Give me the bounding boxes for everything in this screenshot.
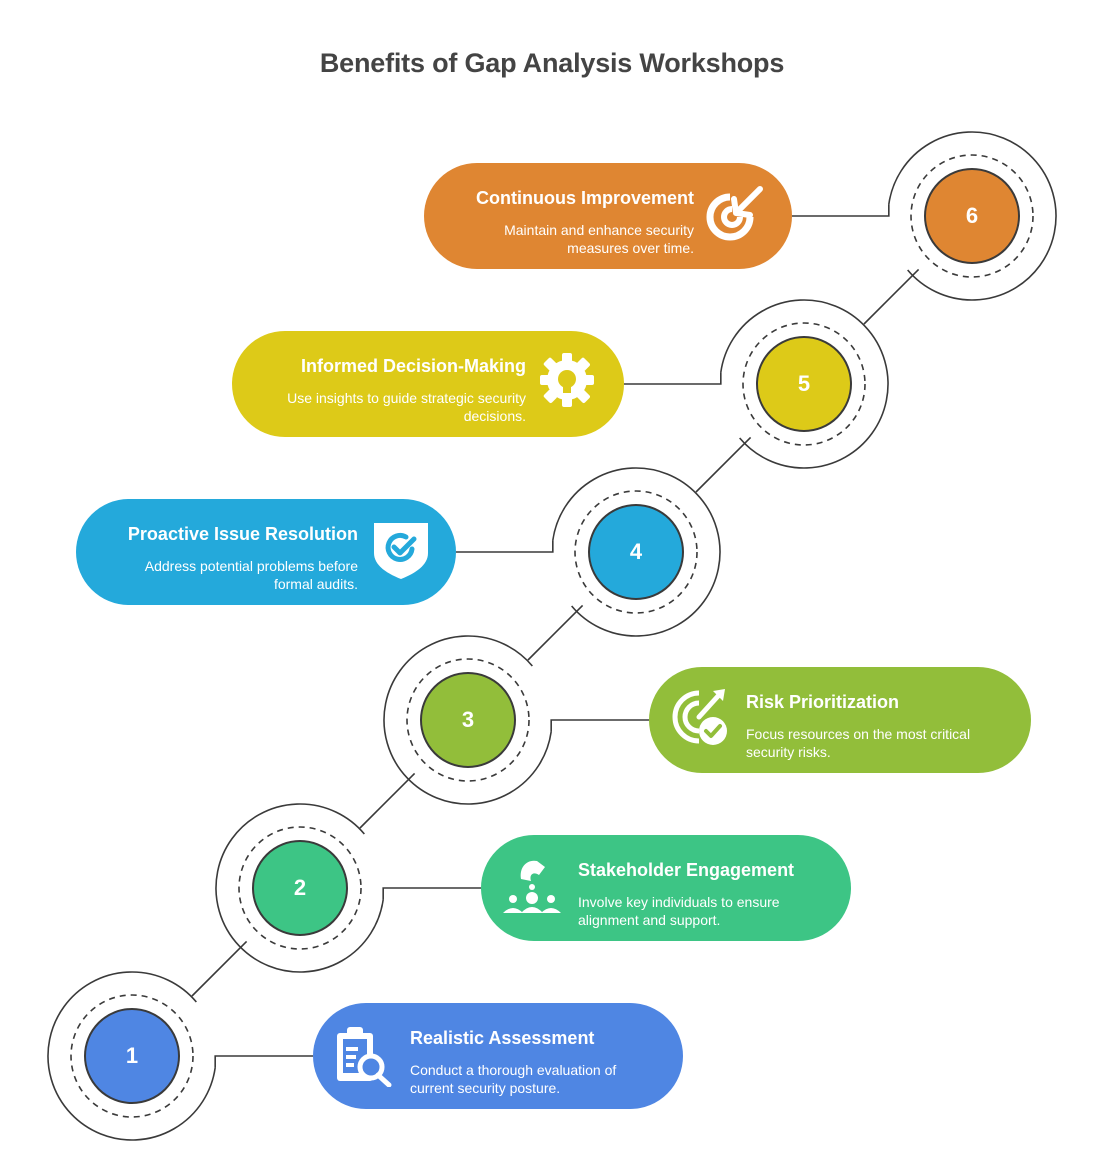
- step-4-title: Proactive Issue Resolution: [127, 524, 358, 544]
- step-3-number: 3: [420, 672, 516, 768]
- connector-3-to-4: [527, 604, 584, 661]
- step-6-dashed-ring: [910, 154, 1034, 278]
- step-1-outer-ring: [47, 971, 216, 1141]
- step-2-outer-ring: [215, 803, 384, 973]
- step-2-dashed-ring: [238, 826, 362, 950]
- step-1-number: 1: [84, 1008, 180, 1104]
- connector-2-to-3: [359, 772, 416, 829]
- step-2-description: Involve key individuals to ensure alignm…: [578, 894, 780, 928]
- step-5-title: Informed Decision-Making: [300, 356, 526, 376]
- step-5-card: Informed Decision-Making Use insights to…: [232, 331, 624, 437]
- clipboard-search-icon: [337, 1027, 392, 1087]
- team-magnet-icon: [503, 860, 561, 913]
- step-5-outer-ring: [720, 299, 889, 469]
- step-4-card: Proactive Issue Resolution Address poten…: [76, 499, 456, 605]
- connector-1-to-2: [191, 940, 248, 997]
- step-2-number: 2: [252, 840, 348, 936]
- step-3-title: Risk Prioritization: [746, 692, 900, 712]
- step-6-card: Continuous Improvement Maintain and enha…: [424, 163, 792, 269]
- step-2-card-connector: [382, 887, 481, 900]
- step-4-card-connector: [456, 540, 554, 553]
- step-4-dashed-ring: [574, 490, 698, 614]
- target-check-icon: [672, 689, 727, 745]
- step-6-title: Continuous Improvement: [475, 188, 694, 208]
- step-1-dashed-ring: [70, 994, 194, 1118]
- target-arrow-icon: [706, 186, 763, 241]
- step-4-outer-ring: [552, 467, 721, 637]
- step-4-number: 4: [588, 504, 684, 600]
- step-5-card-connector: [624, 372, 722, 385]
- step-2-card: Stakeholder Engagement Involve key indiv…: [481, 835, 851, 941]
- gear-bulb-icon: [540, 353, 594, 407]
- step-3-card-connector: [550, 719, 649, 732]
- step-5-number: 5: [756, 336, 852, 432]
- shield-check-icon: [374, 523, 428, 579]
- step-6-card-connector: [792, 204, 890, 217]
- step-1-description: Conduct a thorough evaluation of current…: [410, 1062, 617, 1096]
- connector-5-to-6: [863, 268, 920, 325]
- step-5-dashed-ring: [742, 322, 866, 446]
- step-3-dashed-ring: [406, 658, 530, 782]
- diagram-title: Benefits of Gap Analysis Workshops: [319, 48, 785, 78]
- step-1-card: Realistic Assessment Conduct a thorough …: [313, 1003, 683, 1109]
- step-4-description: Address potential problems before formal…: [144, 558, 358, 592]
- step-3-card: Risk Prioritization Focus resources on t…: [649, 667, 1031, 773]
- step-3-description: Focus resources on the most critical sec…: [746, 726, 971, 760]
- step-6-description: Maintain and enhance security measures o…: [504, 222, 694, 256]
- step-1-title: Realistic Assessment: [410, 1028, 595, 1048]
- step-2-title: Stakeholder Engagement: [578, 860, 795, 880]
- step-3-outer-ring: [383, 635, 552, 805]
- step-5-description: Use insights to guide strategic security…: [287, 390, 526, 424]
- step-6-number: 6: [924, 168, 1020, 264]
- step-6-outer-ring: [888, 131, 1057, 301]
- step-1-card-connector: [214, 1055, 313, 1068]
- connector-4-to-5: [695, 436, 752, 493]
